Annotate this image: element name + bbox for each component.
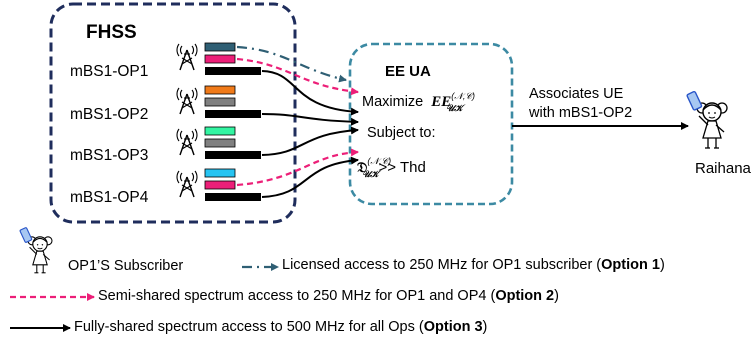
d-symbol: 𝔇 [357, 160, 367, 176]
threshold-label: >> Thd [379, 159, 426, 176]
maximize-label: Maximize EE(𝒩,𝒞)𝒰𝒦 [362, 91, 475, 113]
tower-icon-op4 [176, 170, 198, 198]
constraint-label: 𝔇(𝒩,𝒞) 𝒰𝒦>> Thd [357, 156, 426, 179]
fhss-title: FHSS [86, 22, 137, 43]
option1-desc: Licensed access to 250 MHz for OP1 subsc… [282, 257, 602, 273]
op2-channel-a [204, 85, 236, 95]
subscriber-legend-label: OP1’S Subscriber [68, 258, 184, 274]
option2-desc: Semi-shared spectrum access to 250 MHz f… [98, 288, 496, 304]
subscriber-user-icon [19, 226, 53, 274]
option3-legend-text: Fully-shared spectrum access to 500 MHz … [74, 319, 487, 335]
associates-label-1: Associates UE [529, 86, 624, 102]
option1-label: Option 1 [601, 257, 660, 273]
option2-close: ) [554, 288, 559, 304]
op3-channel-shared [205, 151, 261, 159]
option3-arrow-op3 [261, 126, 359, 156]
tower-icon-op1 [176, 43, 198, 71]
op4-channel-a [204, 168, 236, 178]
raihana-user-icon [685, 90, 728, 149]
option1-legend-text: Licensed access to 250 MHz for OP1 subsc… [282, 257, 665, 273]
option1-arrow-op1 [236, 45, 347, 83]
raihana-label: Raihana [695, 160, 752, 177]
bs-label-op3: mBS1-OP3 [70, 147, 148, 164]
option3-desc: Fully-shared spectrum access to 500 MHz … [74, 319, 424, 335]
ee-ua-title: EE UA [385, 63, 431, 80]
option3-close: ) [482, 319, 488, 335]
ee-subscript: 𝒰𝒦 [446, 103, 466, 113]
fhss-box [49, 2, 297, 224]
option3-label: Option 3 [423, 319, 483, 335]
option2-arrow-op1 [236, 57, 359, 96]
option2-label: Option 2 [495, 288, 555, 304]
option2-legend-text: Semi-shared spectrum access to 250 MHz f… [98, 288, 559, 304]
bs-label-op2: mBS1-OP2 [70, 106, 148, 123]
op1-channel-shared [205, 67, 261, 75]
bs-label-op4: mBS1-OP4 [70, 189, 149, 206]
op3-channel-a [204, 126, 236, 136]
tower-icon-op3 [176, 128, 198, 156]
tower-icon-op2 [176, 87, 198, 115]
option3-arrow-op4 [261, 156, 359, 198]
option1-close: ) [659, 257, 665, 273]
option2-arrow-op4 [236, 148, 359, 187]
op1-channel-licensed [204, 42, 236, 52]
op2-channel-b [204, 97, 236, 107]
op4-channel-shared [205, 193, 261, 201]
subject-to-label: Subject to: [367, 125, 436, 141]
option3-arrow-op2 [261, 113, 359, 126]
d-subscript: 𝒰𝒦 [362, 169, 382, 179]
ee-superscript: (𝒩,𝒞) [451, 91, 475, 101]
op3-channel-b [204, 138, 236, 148]
ee-ua-box [348, 42, 514, 206]
op4-channel-semishared [204, 180, 236, 190]
associates-label-2: with mBS1-OP2 [528, 105, 632, 121]
ee-symbol: EE [430, 94, 451, 110]
bs-label-op1: mBS1-OP1 [70, 63, 148, 80]
op1-channel-semishared [204, 54, 236, 64]
d-superscript: (𝒩,𝒞) [367, 156, 391, 166]
op2-channel-shared [205, 110, 261, 118]
option3-arrow-op1 [261, 70, 359, 116]
